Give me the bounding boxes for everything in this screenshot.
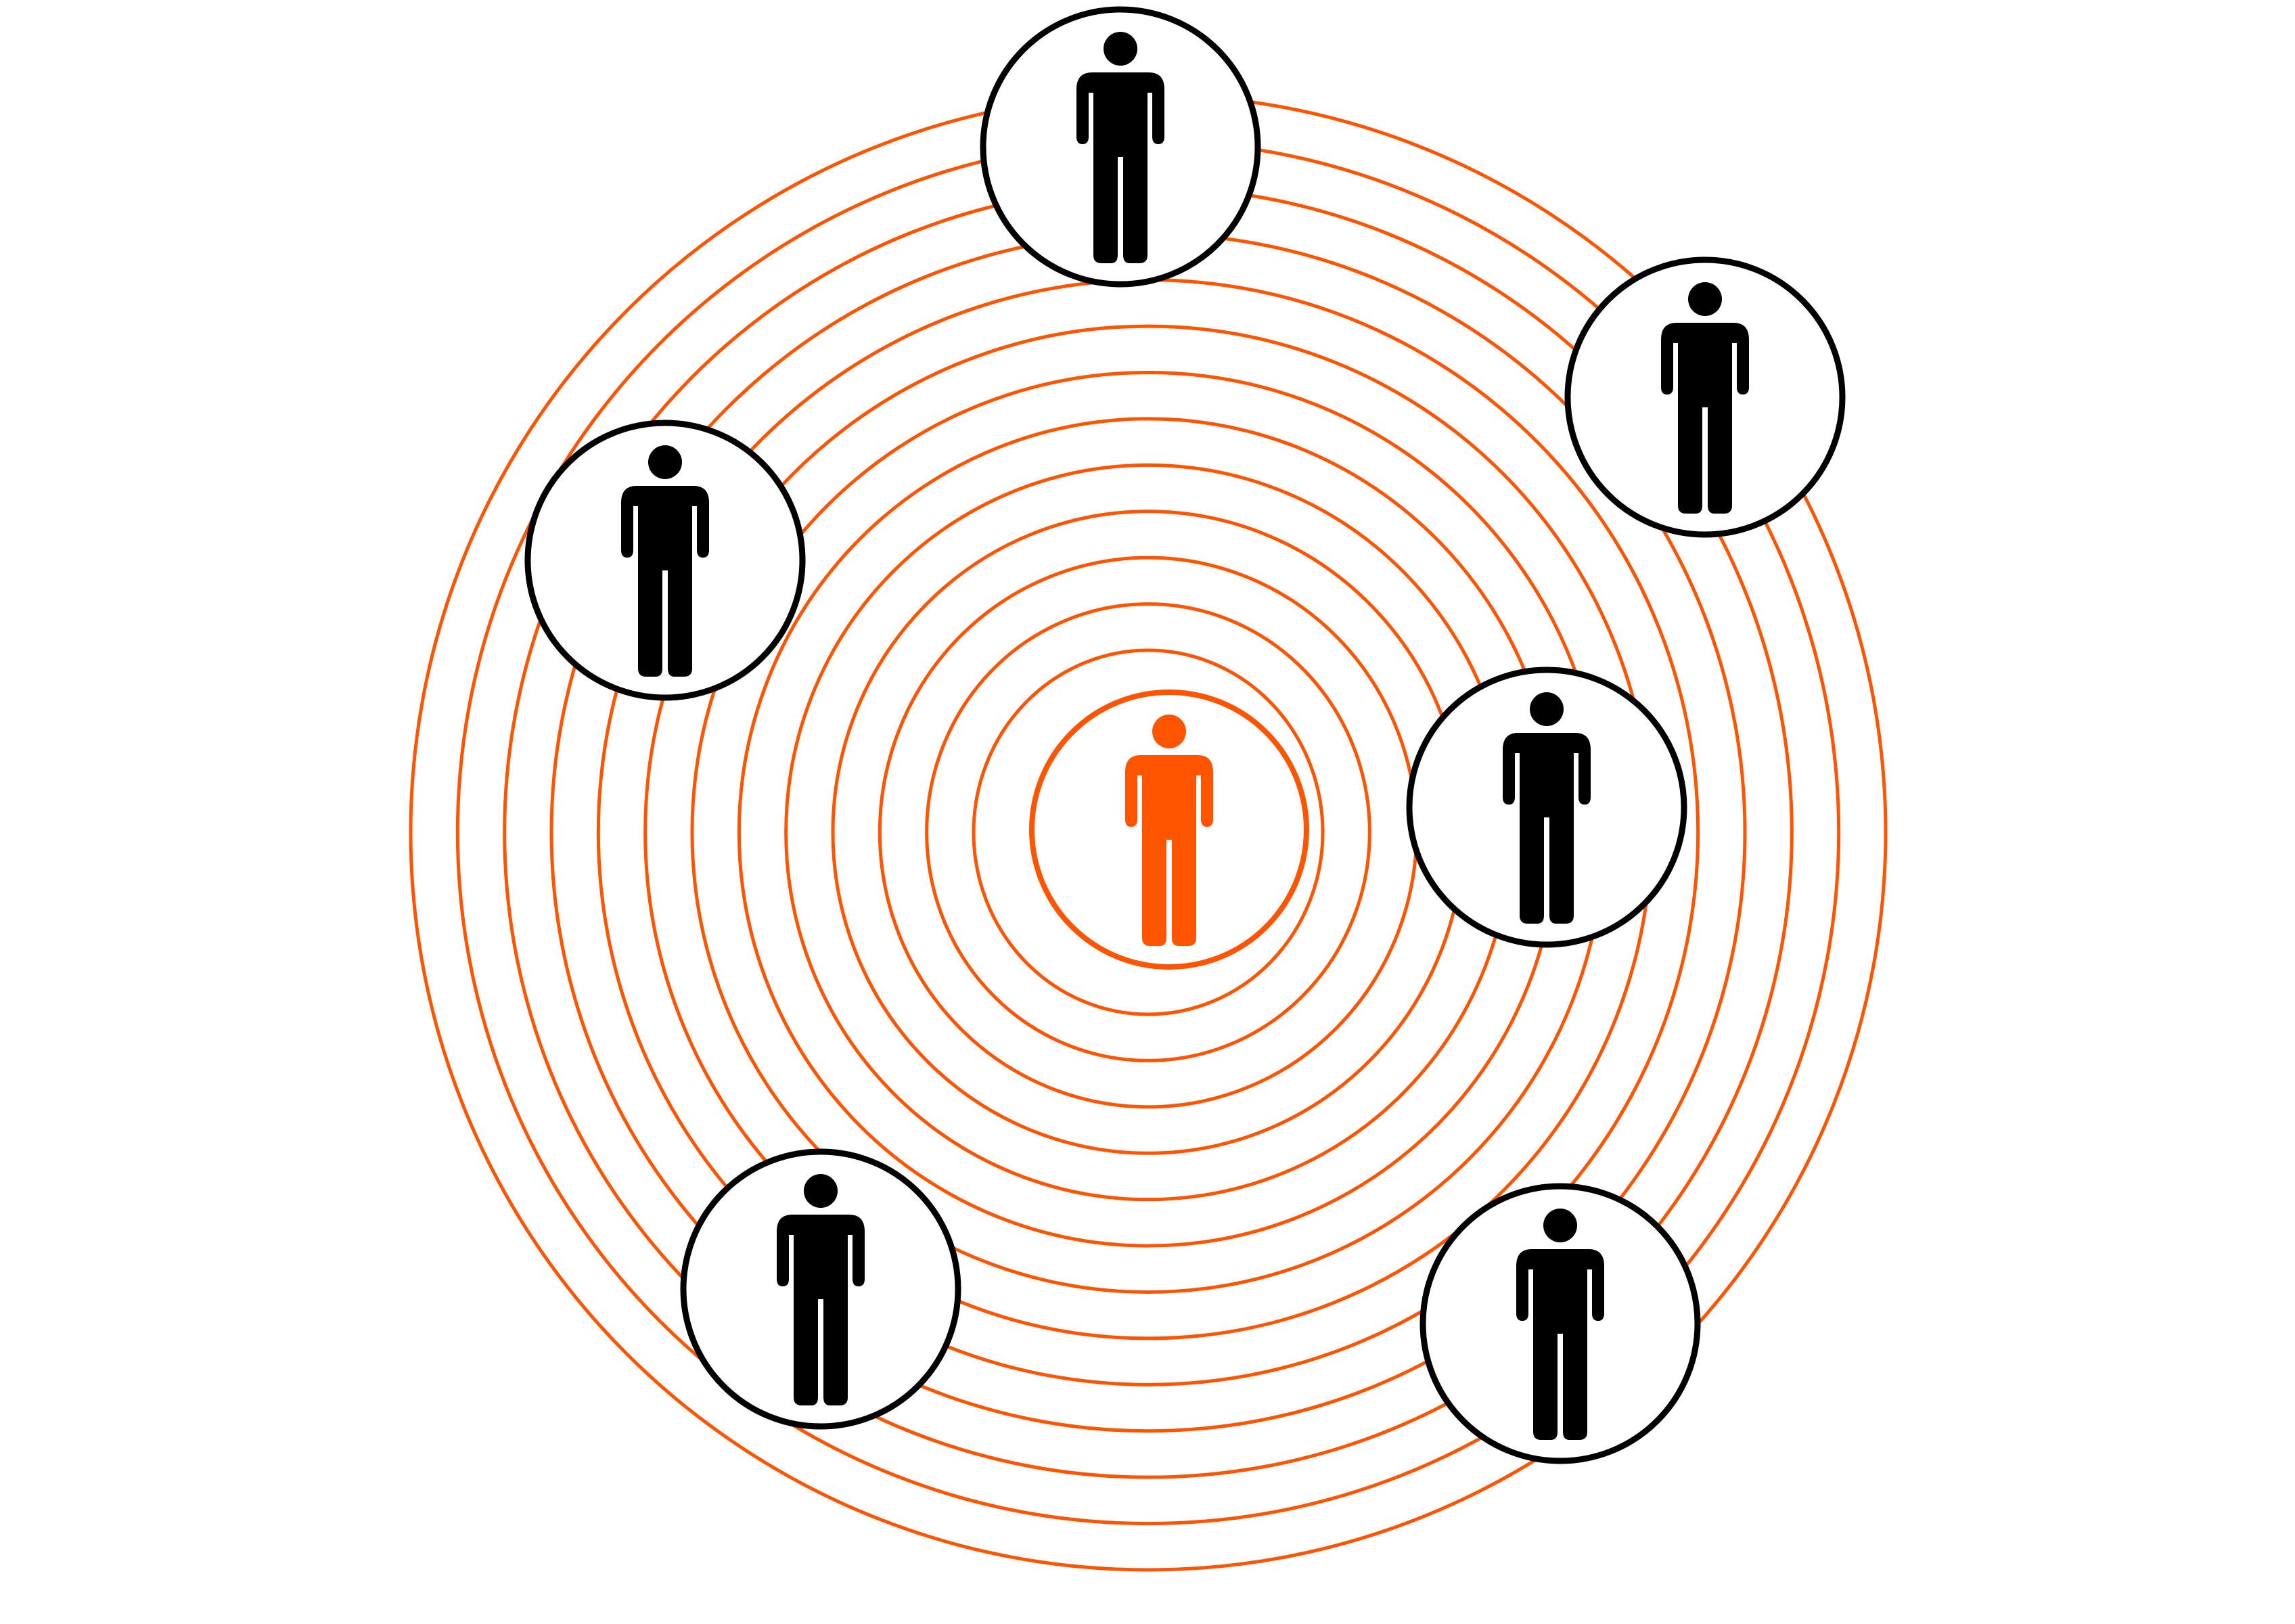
- person-node-lower-left: [680, 1148, 961, 1430]
- person-node-upper-right: [1564, 256, 1846, 538]
- person-node-lower-right: [1419, 1183, 1701, 1464]
- ring: [972, 648, 1325, 1016]
- person-node-upper-left: [524, 420, 806, 701]
- person-node-top: [980, 6, 1261, 288]
- center-node: [1029, 690, 1309, 970]
- person-node-middle-right: [1406, 667, 1687, 948]
- ring: [925, 602, 1371, 1062]
- center-node-circle: [1029, 690, 1309, 970]
